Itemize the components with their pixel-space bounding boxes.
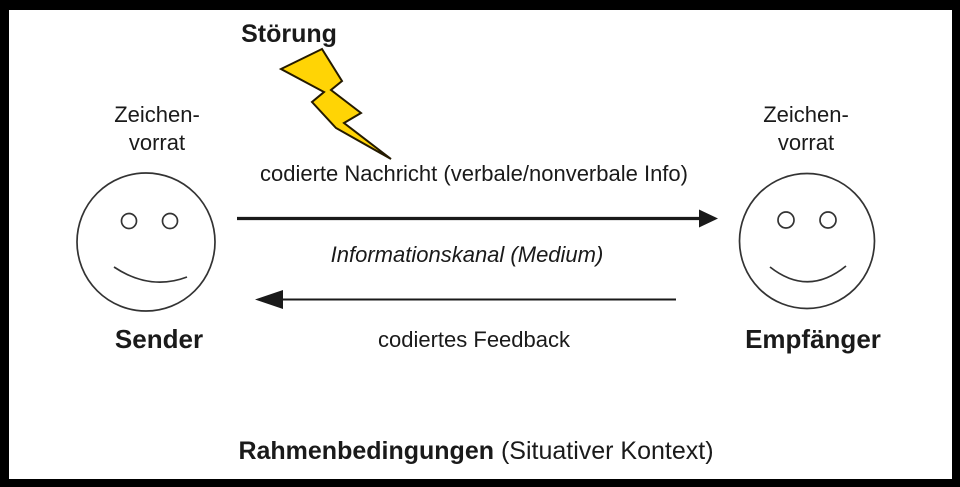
information-channel-label: Informationskanal (Medium) [330, 242, 604, 267]
message-arrow [237, 209, 718, 228]
coded-message-label: codierte Nachricht (verbale/nonverbale I… [259, 161, 688, 186]
receiver-label: Empfänger [745, 324, 881, 354]
receiver-smiley-icon [738, 172, 876, 310]
sender-label: Sender [114, 324, 204, 354]
lightning-bolt-icon [278, 47, 392, 160]
context-footer-bold: Rahmenbedingungen [238, 437, 494, 465]
disturbance-label: Störung [241, 20, 337, 48]
sender-charset-label: Zeichen- vorrat [114, 102, 200, 155]
sender-smiley-icon [76, 172, 216, 312]
context-footer-regular: (Situativer Kontext) [500, 437, 714, 465]
receiver-charset-label: Zeichen- vorrat [763, 102, 849, 155]
context-footer-label: Rahmenbedingungen (Situativer Kontext) [0, 436, 952, 466]
coded-feedback-label: codiertes Feedback [378, 327, 570, 352]
feedback-arrow [255, 290, 676, 309]
